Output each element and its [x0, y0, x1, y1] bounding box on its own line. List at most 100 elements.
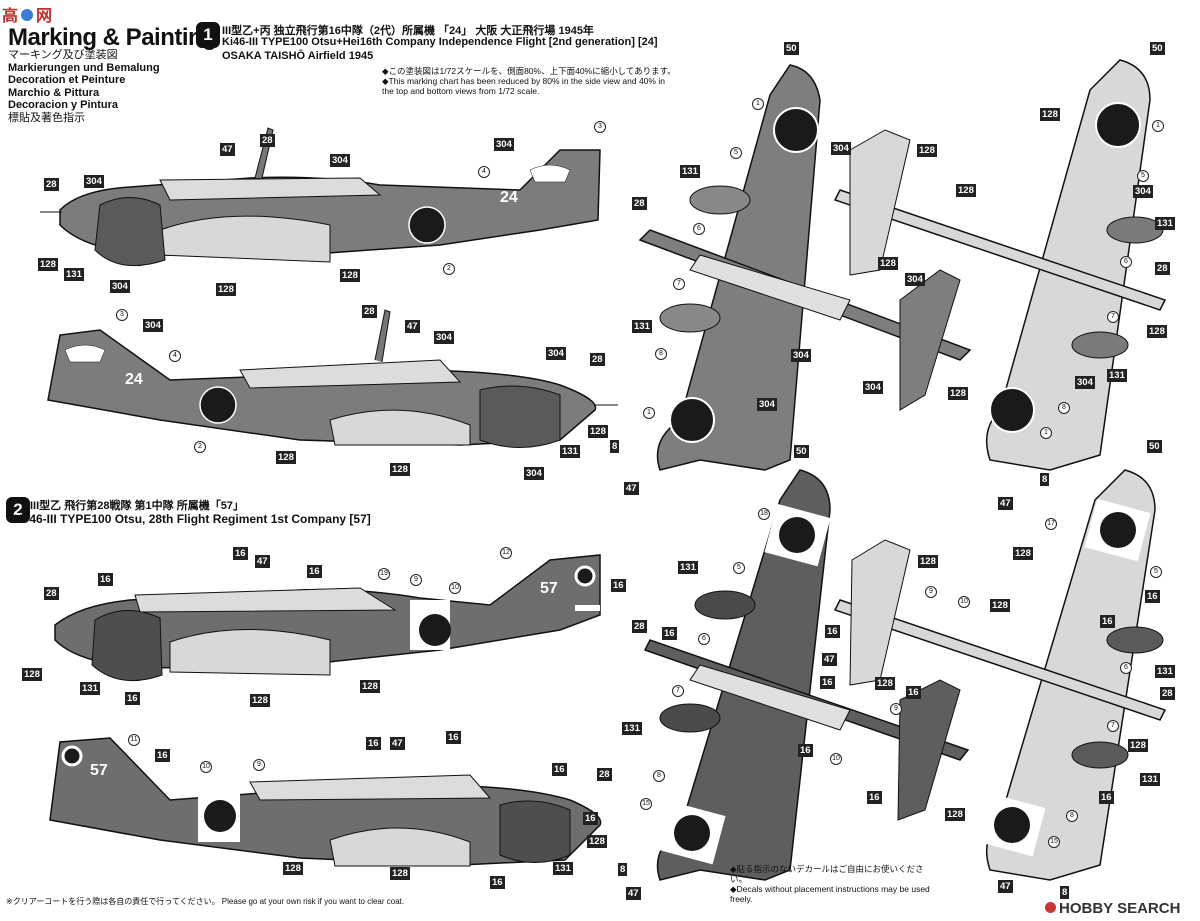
callout-tag: 304 [1133, 185, 1153, 198]
callout-tag: 304 [791, 349, 811, 362]
callout-tag: 16 [125, 692, 140, 705]
ref-number: 9 [253, 759, 265, 771]
ref-number: 18 [758, 508, 770, 520]
scheme1-side-view-left: 24 [40, 127, 601, 267]
callout-tag: 128 [990, 599, 1010, 612]
ref-number: 1 [643, 407, 655, 419]
ref-number: 9 [925, 586, 937, 598]
scheme1-top-view [638, 64, 972, 471]
ref-number: 7 [673, 278, 685, 290]
callout-tag: 50 [1147, 440, 1162, 453]
ref-number: 2 [194, 441, 206, 453]
callout-tag: 128 [1040, 108, 1060, 121]
ref-number: 4 [478, 166, 490, 178]
callout-tag: 47 [390, 737, 405, 750]
callout-tag: 128 [875, 677, 895, 690]
logo-dot-icon [1045, 902, 1056, 913]
callout-tag: 28 [1155, 262, 1170, 275]
callout-tag: 304 [524, 467, 544, 480]
watermark-logo: 高网 [2, 8, 53, 25]
ref-number: 8 [1058, 402, 1070, 414]
callout-tag: 131 [622, 722, 642, 735]
callout-tag: 131 [680, 165, 700, 178]
callout-tag: 304 [434, 331, 454, 344]
callout-tag: 128 [283, 862, 303, 875]
callout-tag: 16 [867, 791, 882, 804]
scheme1-title-en2: OSAKA TAISHŌ Airfield 1945 [222, 50, 374, 62]
ref-number: 5 [1137, 170, 1149, 182]
ref-number: 3 [594, 121, 606, 133]
clear-coat-note: ※クリアーコートを行う際は各自の責任で行ってください。 Please go at… [6, 897, 405, 906]
callout-tag: 128 [948, 387, 968, 400]
callout-tag: 128 [390, 463, 410, 476]
callout-tag: 128 [1013, 547, 1033, 560]
ref-number: 8 [655, 348, 667, 360]
callout-tag: 50 [784, 42, 799, 55]
scheme2-side-view-left: 57 [54, 554, 601, 682]
callout-tag: 128 [945, 808, 965, 821]
callout-tag: 131 [678, 561, 698, 574]
ref-number: 5 [730, 147, 742, 159]
scheme1-title-jp: III型乙+丙 独立飛行第16中隊（2代）所属機 「24」 大阪 大正飛行場 1… [222, 25, 594, 37]
ref-number: 1 [1152, 120, 1164, 132]
callout-tag: 16 [662, 627, 677, 640]
callout-tag: 128 [360, 680, 380, 693]
callout-tag: 16 [825, 625, 840, 638]
callout-tag: 304 [84, 175, 104, 188]
callout-tag: 131 [1140, 773, 1160, 786]
scheme2-side-view-right: 57 [49, 737, 602, 867]
callout-tag: 8 [1060, 886, 1070, 899]
ref-number: 3 [116, 309, 128, 321]
callout-tag: 47 [822, 653, 837, 666]
callout-tag: 304 [330, 154, 350, 167]
decals-note: ◆貼る指示のないデカールはご自由にお使いください。 ◆Decals withou… [730, 864, 930, 904]
callout-tag: 47 [220, 143, 235, 156]
scheme2-bottom-view [833, 469, 1167, 881]
ref-number: 17 [1045, 518, 1057, 530]
callout-tag: 128 [276, 451, 296, 464]
callout-tag: 16 [307, 565, 322, 578]
svg-text:24: 24 [125, 371, 143, 388]
callout-tag: 47 [998, 880, 1013, 893]
ref-number: 6 [693, 223, 705, 235]
callout-tag: 128 [878, 257, 898, 270]
callout-tag: 28 [632, 197, 647, 210]
callout-tag: 8 [618, 863, 628, 876]
callout-tag: 28 [590, 353, 605, 366]
callout-tag: 128 [216, 283, 236, 296]
callout-tag: 16 [552, 763, 567, 776]
callout-tag: 16 [98, 573, 113, 586]
callout-tag: 304 [757, 398, 777, 411]
ref-number: 9 [410, 574, 422, 586]
callout-tag: 304 [831, 142, 851, 155]
callout-tag: 131 [632, 320, 652, 333]
callout-tag: 131 [80, 682, 100, 695]
callout-tag: 128 [38, 258, 58, 271]
scheme2-title-en: Ki 46-III TYPE100 Otsu, 28th Flight Regi… [14, 512, 371, 526]
ref-number: 1 [1040, 427, 1052, 439]
callout-tag: 128 [250, 694, 270, 707]
callout-tag: 16 [906, 686, 921, 699]
callout-tag: 28 [632, 620, 647, 633]
callout-tag: 128 [587, 835, 607, 848]
scheme1-bottom-view [833, 59, 1167, 471]
scale-note: ◆この塗装図は1/72スケールを、側面80%、上下面40%に縮小してあります。 … [382, 66, 676, 96]
callout-tag: 28 [597, 768, 612, 781]
ref-number: 12 [500, 547, 512, 559]
scheme1-side-view-right: 24 [47, 309, 618, 448]
scheme2-top-view [643, 469, 970, 881]
callout-tag: 47 [624, 482, 639, 495]
ref-number: 10 [958, 596, 970, 608]
ref-number: 6 [1120, 256, 1132, 268]
callout-tag: 131 [553, 862, 573, 875]
ref-number: 11 [128, 734, 140, 746]
ref-number: 7 [1107, 720, 1119, 732]
callout-tag: 28 [44, 587, 59, 600]
globe-icon [21, 9, 34, 21]
callout-tag: 128 [390, 867, 410, 880]
ref-number: 10 [830, 753, 842, 765]
callout-tag: 131 [1107, 369, 1127, 382]
callout-tag: 16 [446, 731, 461, 744]
callout-tag: 16 [490, 876, 505, 889]
